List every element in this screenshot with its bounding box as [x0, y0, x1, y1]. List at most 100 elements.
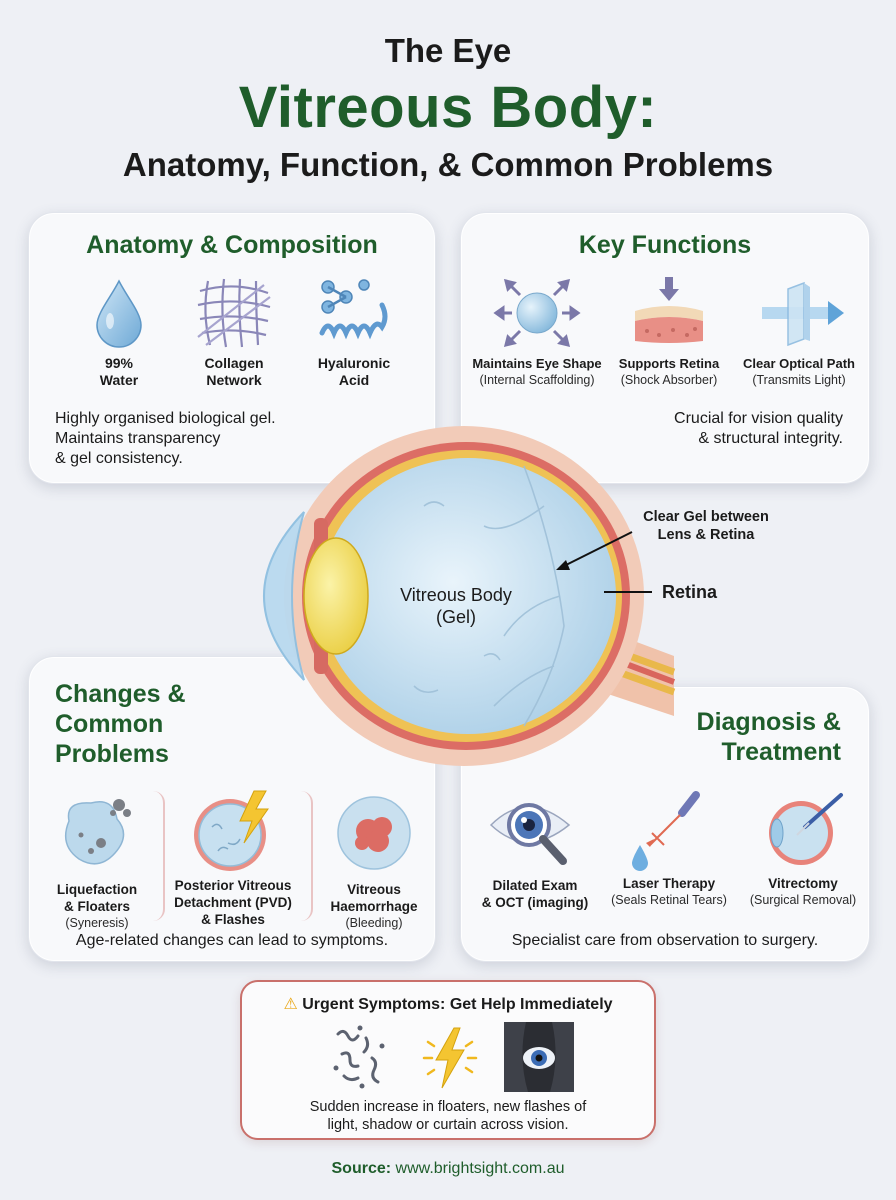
changes-heading-line: Problems [55, 740, 169, 768]
function-retina-sub: (Shock Absorber) [620, 373, 718, 387]
vitreous-body-label-line: Vitreous Body [400, 585, 512, 605]
floaters-blob-icon [64, 799, 131, 865]
collagen-label-1: Collagen [204, 355, 264, 371]
laser-item: Laser Therapy (Seals Retinal Tears) [597, 787, 741, 908]
water-label-2: Water [99, 372, 139, 388]
hyaluronic-item: Hyaluronic Acid [299, 277, 409, 389]
tissue-cushion-icon [635, 277, 703, 343]
liquefaction-item: Liquefaction & Floaters (Syneresis) [39, 791, 155, 931]
collagen-label-2: Network [206, 372, 262, 388]
water-item: 99% Water [69, 277, 169, 389]
changes-heading-line: Changes & [55, 680, 186, 708]
liquefaction-label-2: & Floaters [63, 899, 131, 914]
haemorrhage-label-2: Haemorrhage [330, 899, 418, 914]
haemorrhage-icon [337, 796, 411, 870]
function-shape-label: Maintains Eye Shape [472, 356, 602, 371]
anatomy-text-line: Maintains transparency [55, 430, 221, 447]
eye-magnifier-icon [489, 803, 571, 865]
urgent-symptoms-box: ⚠ Urgent Symptoms: Get Help Immediately … [240, 980, 656, 1140]
cornea [263, 511, 305, 681]
surgery-eye-icon [769, 793, 843, 865]
pvd-item: Posterior Vitreous Detachment (PVD) & Fl… [167, 787, 299, 928]
function-retina-label: Supports Retina [618, 356, 720, 371]
urgent-text-line: light, shadow or curtain across vision. [327, 1117, 569, 1133]
retina-callout: Retina [662, 582, 718, 602]
clear-gel-callout-line: Clear Gel between [643, 509, 769, 525]
vitrectomy-item: Vitrectomy (Surgical Removal) [739, 787, 867, 908]
function-retina-item: Supports Retina (Shock Absorber) [609, 275, 729, 388]
diagnosis-heading-line: Diagnosis & [696, 708, 841, 736]
page-title: Vitreous Body: [238, 75, 658, 140]
laser-icon [632, 791, 700, 871]
urgent-heading: ⚠ Urgent Symptoms: Get Help Immediately [242, 994, 654, 1014]
source-line: Source: www.brightsight.com.au [0, 1160, 896, 1178]
water-label-1: 99% [104, 355, 134, 371]
collagen-item: Collagen Network [179, 277, 289, 389]
divider [301, 791, 313, 921]
vitrectomy-label-2: (Surgical Removal) [749, 893, 857, 907]
pvd-flash-icon [194, 790, 269, 871]
function-optical-item: Clear Optical Path (Transmits Light) [729, 275, 869, 388]
liquefaction-sub: (Syneresis) [65, 916, 129, 930]
function-shape-sub: (Internal Scaffolding) [479, 373, 595, 387]
function-optical-sub: (Transmits Light) [752, 373, 846, 387]
kicker-title: The Eye [384, 32, 512, 69]
liquefaction-label-1: Liquefaction [56, 882, 138, 897]
laser-label-2: (Seals Retinal Tears) [611, 893, 727, 907]
dilated-exam-item: Dilated Exam & OCT (imaging) [473, 789, 597, 911]
vitreous-body-label: Vitreous Body (Gel) [386, 584, 526, 628]
floaters-squiggle-icon [333, 1025, 385, 1089]
functions-heading: Key Functions [578, 231, 752, 259]
diagnosis-description: Specialist care from observation to surg… [511, 932, 819, 949]
molecule-chain-icon [319, 279, 388, 340]
anatomy-card: Anatomy & Composition 99% Water Collagen… [28, 212, 436, 484]
functions-description: Crucial for vision quality & structural … [674, 409, 843, 449]
vitreous-body-label-line: (Gel) [436, 607, 476, 627]
pvd-label-3: & Flashes [201, 912, 265, 927]
function-optical-label: Clear Optical Path [743, 356, 855, 371]
pvd-label-1: Posterior Vitreous [174, 878, 292, 893]
water-drop-icon [96, 279, 142, 348]
urgent-text-line: Sudden increase in floaters, new flashes… [309, 1099, 587, 1115]
changes-heading: Changes & Common Problems [55, 679, 186, 769]
functions-text-line: & structural integrity. [698, 430, 843, 447]
collagen-mesh-icon [197, 278, 271, 348]
divider [153, 791, 165, 921]
diagnosis-heading-line: Treatment [721, 738, 841, 766]
function-shape-item: Maintains Eye Shape (Internal Scaffoldin… [465, 275, 609, 388]
dilated-exam-label-1: Dilated Exam [492, 878, 578, 893]
sphere-arrows-icon [493, 278, 581, 348]
anatomy-description: Highly organised biological gel. Maintai… [55, 409, 276, 469]
dilated-exam-label-2: & OCT (imaging) [481, 895, 589, 910]
vitreous-gel [320, 458, 616, 734]
haemorrhage-sub: (Bleeding) [345, 916, 403, 930]
eye-cross-section-diagram [263, 426, 676, 766]
hyaluronic-label-1: Hyaluronic [317, 355, 391, 371]
clear-gel-callout-line: Lens & Retina [657, 527, 755, 543]
vitrectomy-label-1: Vitrectomy [768, 876, 838, 891]
lens [303, 537, 369, 655]
haemorrhage-item: Vitreous Haemorrhage (Bleeding) [315, 791, 433, 931]
anatomy-text-line: & gel consistency. [55, 450, 183, 467]
changes-description: Age-related changes can lead to symptoms… [75, 932, 389, 949]
curtain-eye-icon [504, 1022, 574, 1092]
changes-heading-line: Common [55, 710, 164, 738]
source-label: Source: [331, 1160, 392, 1177]
anatomy-text-line: Highly organised biological gel. [55, 410, 276, 427]
hyaluronic-label-2: Acid [338, 372, 370, 388]
functions-text-line: Crucial for vision quality [674, 410, 843, 427]
laser-label-1: Laser Therapy [622, 876, 716, 891]
urgent-heading-text: Urgent Symptoms: Get Help Immediately [302, 996, 613, 1013]
anatomy-heading: Anatomy & Composition [86, 231, 378, 259]
warning-icon: ⚠ [283, 996, 298, 1013]
page-subtitle: Anatomy, Function, & Common Problems [122, 146, 774, 183]
lightning-flash-icon [422, 1027, 478, 1089]
clear-gel-callout: Clear Gel between Lens & Retina [618, 508, 794, 544]
haemorrhage-label-1: Vitreous [347, 882, 401, 897]
source-url[interactable]: www.brightsight.com.au [395, 1160, 565, 1177]
diagnosis-heading: Diagnosis & Treatment [697, 707, 841, 767]
pvd-label-2: Detachment (PVD) [174, 895, 292, 910]
light-path-icon [762, 281, 844, 347]
urgent-description: Sudden increase in floaters, new flashes… [242, 1098, 654, 1134]
